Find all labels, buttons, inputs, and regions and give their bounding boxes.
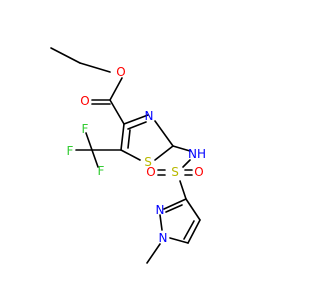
- bond-c3-n2-inner: [165, 204, 183, 213]
- bond-c4-c5: [187, 219, 201, 244]
- bond-cf3-f-top: [85, 132, 93, 151]
- atom-n-pyrazole-2: N: [156, 203, 165, 217]
- atom-s-sulfonyl: S: [171, 165, 179, 179]
- atom-o-sulfonyl-left: O: [146, 165, 155, 179]
- bond-c3-n2: [163, 198, 187, 210]
- bond-c2-s1: [154, 145, 174, 161]
- bond-n1-methyl: [146, 243, 161, 264]
- atom-label-layer: O O N S NH S O O N N F F F: [67, 65, 206, 245]
- bond-c5-c4-inner: [127, 129, 131, 149]
- atom-n-thiazole: N: [145, 109, 154, 123]
- bond-ch2-o: [79, 62, 111, 73]
- bond-c5-n1: [169, 237, 189, 244]
- bond-s-pyrazole: [179, 180, 187, 200]
- atom-s-thiazole: S: [144, 155, 152, 169]
- atom-o-sulfonyl-right: O: [194, 165, 203, 179]
- bond-c4-n3: [123, 114, 149, 125]
- bond-layer: [50, 47, 201, 264]
- molecule-structure: O O N S NH S O O N N F F F: [50, 47, 206, 264]
- bond-c5-c4: [120, 123, 125, 151]
- atom-o-ether: O: [116, 65, 125, 79]
- bond-ch3-ch2: [50, 47, 81, 64]
- bond-n3-c2: [154, 120, 174, 147]
- bond-cf3-f-bottom: [91, 149, 99, 168]
- atom-f-bottom: F: [98, 164, 105, 178]
- bond-o-carbonyl-c: [109, 77, 123, 101]
- atom-o-carbonyl: O: [80, 94, 89, 108]
- atom-n-pyrazole-1: N: [159, 231, 168, 245]
- atom-f-top: F: [82, 122, 89, 136]
- atom-nh-linker: NH: [188, 147, 206, 161]
- bond-nh-s: [182, 159, 191, 168]
- bond-n1-n2: [159, 214, 163, 231]
- bond-c3-c4: [185, 198, 201, 221]
- bond-ester-c4: [109, 99, 125, 125]
- bond-s1-c5: [120, 149, 141, 161]
- bond-c4-n3-inner: [127, 121, 147, 130]
- bond-c4-c5-inner: [183, 220, 195, 240]
- atom-f-left: F: [67, 144, 74, 158]
- bond-c2-nh: [172, 145, 191, 152]
